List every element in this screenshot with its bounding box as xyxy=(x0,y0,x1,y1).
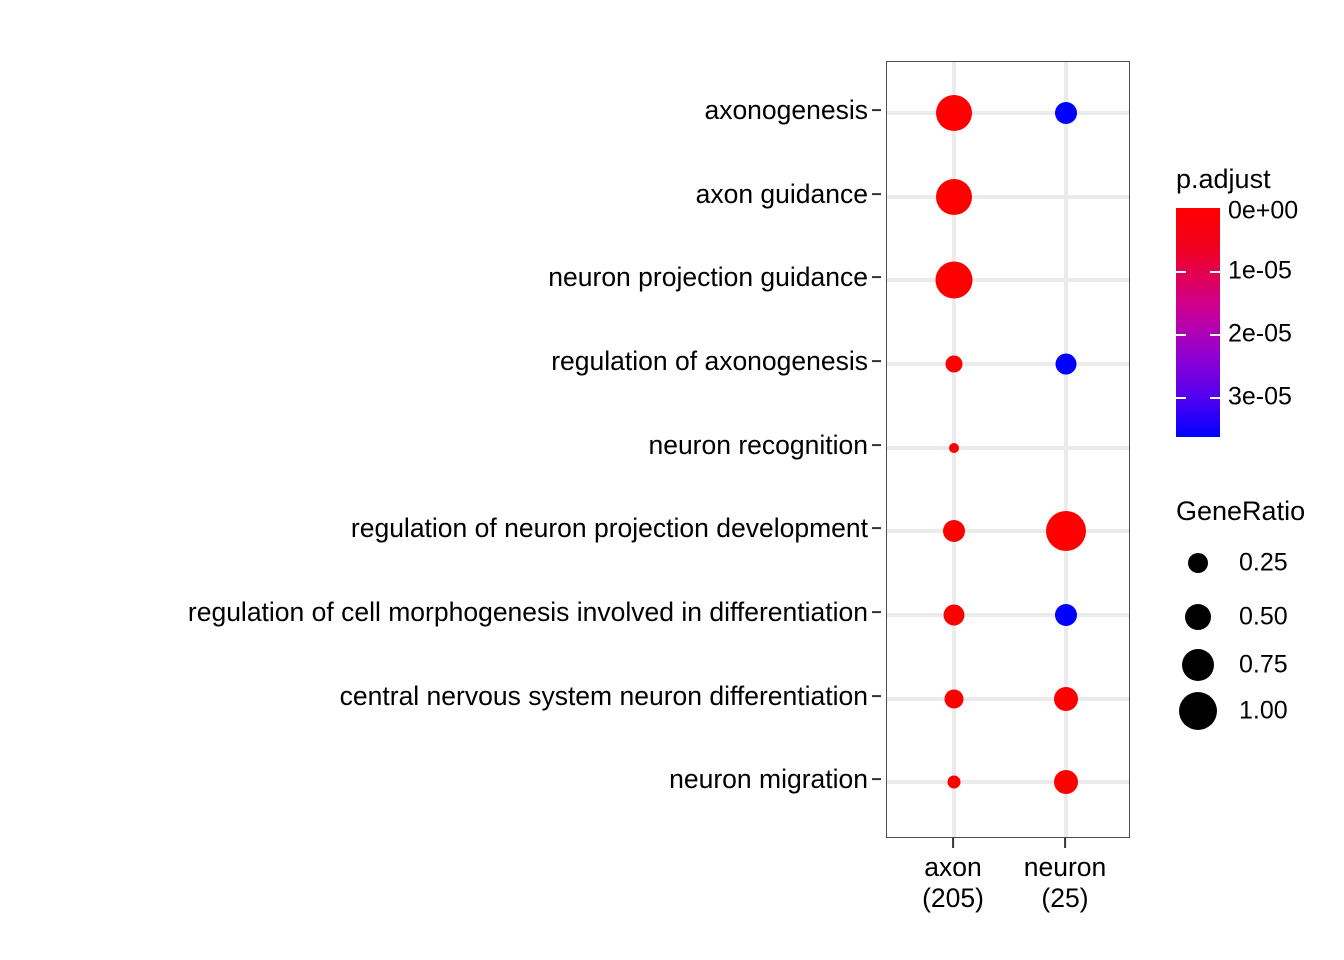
data-point[interactable] xyxy=(936,95,972,131)
data-point[interactable] xyxy=(944,689,964,709)
y-axis-label: regulation of cell morphogenesis involve… xyxy=(187,596,868,627)
y-axis-tick xyxy=(872,778,881,780)
y-axis-label: neuron projection guidance xyxy=(548,261,868,292)
size-legend-dot xyxy=(1185,604,1211,630)
x-axis-tick-axon xyxy=(952,838,954,848)
y-axis-label: neuron recognition xyxy=(648,429,868,460)
colorbar-label-1: 1e-05 xyxy=(1228,256,1292,285)
gridline-horizontal xyxy=(887,278,1129,282)
data-point[interactable] xyxy=(1046,511,1086,551)
gridline-horizontal xyxy=(887,529,1129,533)
y-axis-tick xyxy=(872,109,881,111)
colorbar-label-0: 0e+00 xyxy=(1228,196,1299,225)
y-axis-label: regulation of neuron projection developm… xyxy=(350,512,868,543)
gridline-horizontal xyxy=(887,111,1129,115)
y-axis-tick xyxy=(872,276,881,278)
size-legend-dot xyxy=(1182,649,1214,681)
size-legend-label: 0.25 xyxy=(1239,548,1288,577)
size-legend-label: 1.00 xyxy=(1239,696,1288,725)
y-axis-tick xyxy=(872,695,881,697)
gridline-horizontal xyxy=(887,446,1129,450)
colorbar-label-2: 2e-05 xyxy=(1228,319,1292,348)
y-axis-label: axon guidance xyxy=(695,178,868,209)
color-legend-colorbar xyxy=(1176,208,1220,437)
x-axis-label-neuron: neuron (25) xyxy=(1024,852,1107,915)
data-point[interactable] xyxy=(935,261,973,299)
y-axis: axonogenesis axon guidance neuron projecti… xyxy=(0,61,886,838)
data-point[interactable] xyxy=(943,520,965,542)
size-legend-title: GeneRatio xyxy=(1176,496,1306,526)
colorbar-tick xyxy=(1210,334,1220,336)
colorbar-tick xyxy=(1210,397,1220,399)
x-axis-tick-neuron xyxy=(1064,838,1066,848)
y-axis-tick xyxy=(872,444,881,446)
y-axis-tick xyxy=(872,527,881,529)
data-point[interactable] xyxy=(943,604,965,626)
x-axis-label-axon-count: (205) xyxy=(922,883,984,914)
data-point[interactable] xyxy=(936,179,972,215)
y-axis-tick xyxy=(872,611,881,613)
color-legend-title: p.adjust xyxy=(1176,164,1271,194)
x-axis-label-axon: axon (205) xyxy=(922,852,984,915)
colorbar-tick xyxy=(1210,271,1220,273)
size-legend-label: 0.50 xyxy=(1239,602,1288,631)
color-legend: p.adjust xyxy=(1176,166,1344,193)
y-axis-tick xyxy=(872,193,881,195)
data-point[interactable] xyxy=(1055,353,1077,375)
y-axis-label: neuron migration xyxy=(669,763,868,794)
data-point[interactable] xyxy=(1055,102,1077,124)
size-legend-dot xyxy=(1188,553,1208,573)
gridline-horizontal xyxy=(887,613,1129,617)
x-axis-label-neuron-count: (25) xyxy=(1041,883,1089,914)
size-legend-label: 0.75 xyxy=(1239,650,1288,679)
size-legend: GeneRatio xyxy=(1176,498,1344,525)
colorbar-label-3: 3e-05 xyxy=(1228,382,1292,411)
y-axis-tick xyxy=(872,360,881,362)
data-point[interactable] xyxy=(947,775,961,789)
colorbar-tick xyxy=(1176,271,1186,273)
gridline-horizontal xyxy=(887,697,1129,701)
data-point[interactable] xyxy=(945,355,963,373)
gridline-horizontal xyxy=(887,195,1129,199)
gridline-horizontal xyxy=(887,362,1129,366)
x-axis-label-neuron-name: neuron xyxy=(1023,852,1107,882)
data-point[interactable] xyxy=(1054,687,1078,711)
colorbar-tick xyxy=(1176,334,1186,336)
plot-panel xyxy=(886,61,1130,838)
size-legend-dot xyxy=(1179,692,1217,730)
gridline-horizontal xyxy=(887,780,1129,784)
data-point[interactable] xyxy=(949,443,959,453)
y-axis-label: axonogenesis xyxy=(704,94,868,125)
colorbar-tick xyxy=(1176,397,1186,399)
data-point[interactable] xyxy=(1054,770,1078,794)
y-axis-label: regulation of axonogenesis xyxy=(551,345,868,376)
data-point[interactable] xyxy=(1055,604,1077,626)
x-axis-label-axon-name: axon xyxy=(924,852,982,882)
y-axis-label: central nervous system neuron differenti… xyxy=(339,680,868,711)
